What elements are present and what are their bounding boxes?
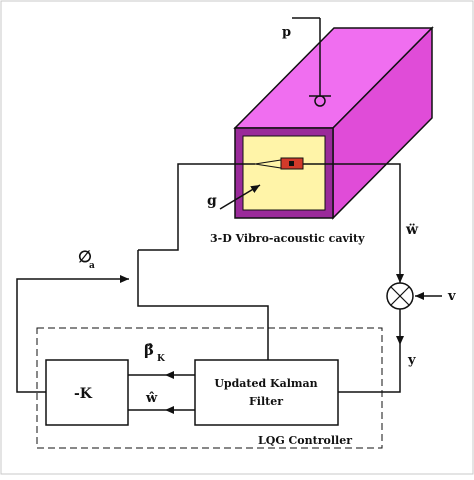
label-phi-a: ∅ bbox=[78, 247, 92, 266]
actuator-path bbox=[16, 163, 269, 360]
label-cavity: 3-D Vibro-acoustic cavity bbox=[210, 232, 365, 245]
kalman-label-line1: Updated Kalman bbox=[214, 377, 317, 390]
gain-output-line bbox=[16, 360, 46, 393]
label-lqg: LQG Controller bbox=[258, 434, 352, 447]
gain-block-label: -K bbox=[74, 386, 93, 402]
label-beta-sub: K bbox=[157, 354, 166, 364]
pressure-input bbox=[292, 17, 331, 107]
label-v: v bbox=[447, 289, 456, 304]
summing-junction-icon bbox=[386, 282, 414, 310]
label-w-ddot: ẅ bbox=[405, 222, 419, 238]
label-g: g bbox=[207, 193, 217, 209]
label-w-hat: ŵ bbox=[145, 391, 158, 406]
sensor-dot bbox=[289, 161, 294, 166]
accel-output-line bbox=[303, 163, 404, 283]
label-p: p bbox=[282, 25, 291, 40]
kalman-label-line2: Filter bbox=[249, 395, 283, 408]
label-phi-a-sub: a bbox=[89, 261, 95, 271]
kalman-filter-block bbox=[194, 359, 339, 426]
ground-circle bbox=[314, 95, 326, 107]
lqg-controller-boundary bbox=[36, 327, 383, 449]
label-beta: β̂ bbox=[144, 341, 154, 359]
gain-block bbox=[45, 359, 129, 426]
vibro-acoustic-cavity bbox=[233, 26, 434, 220]
cavity-inner-panel bbox=[242, 135, 326, 211]
measurement-to-filter bbox=[338, 345, 401, 393]
disturbance-arrow bbox=[219, 184, 261, 210]
label-y: y bbox=[407, 353, 416, 368]
